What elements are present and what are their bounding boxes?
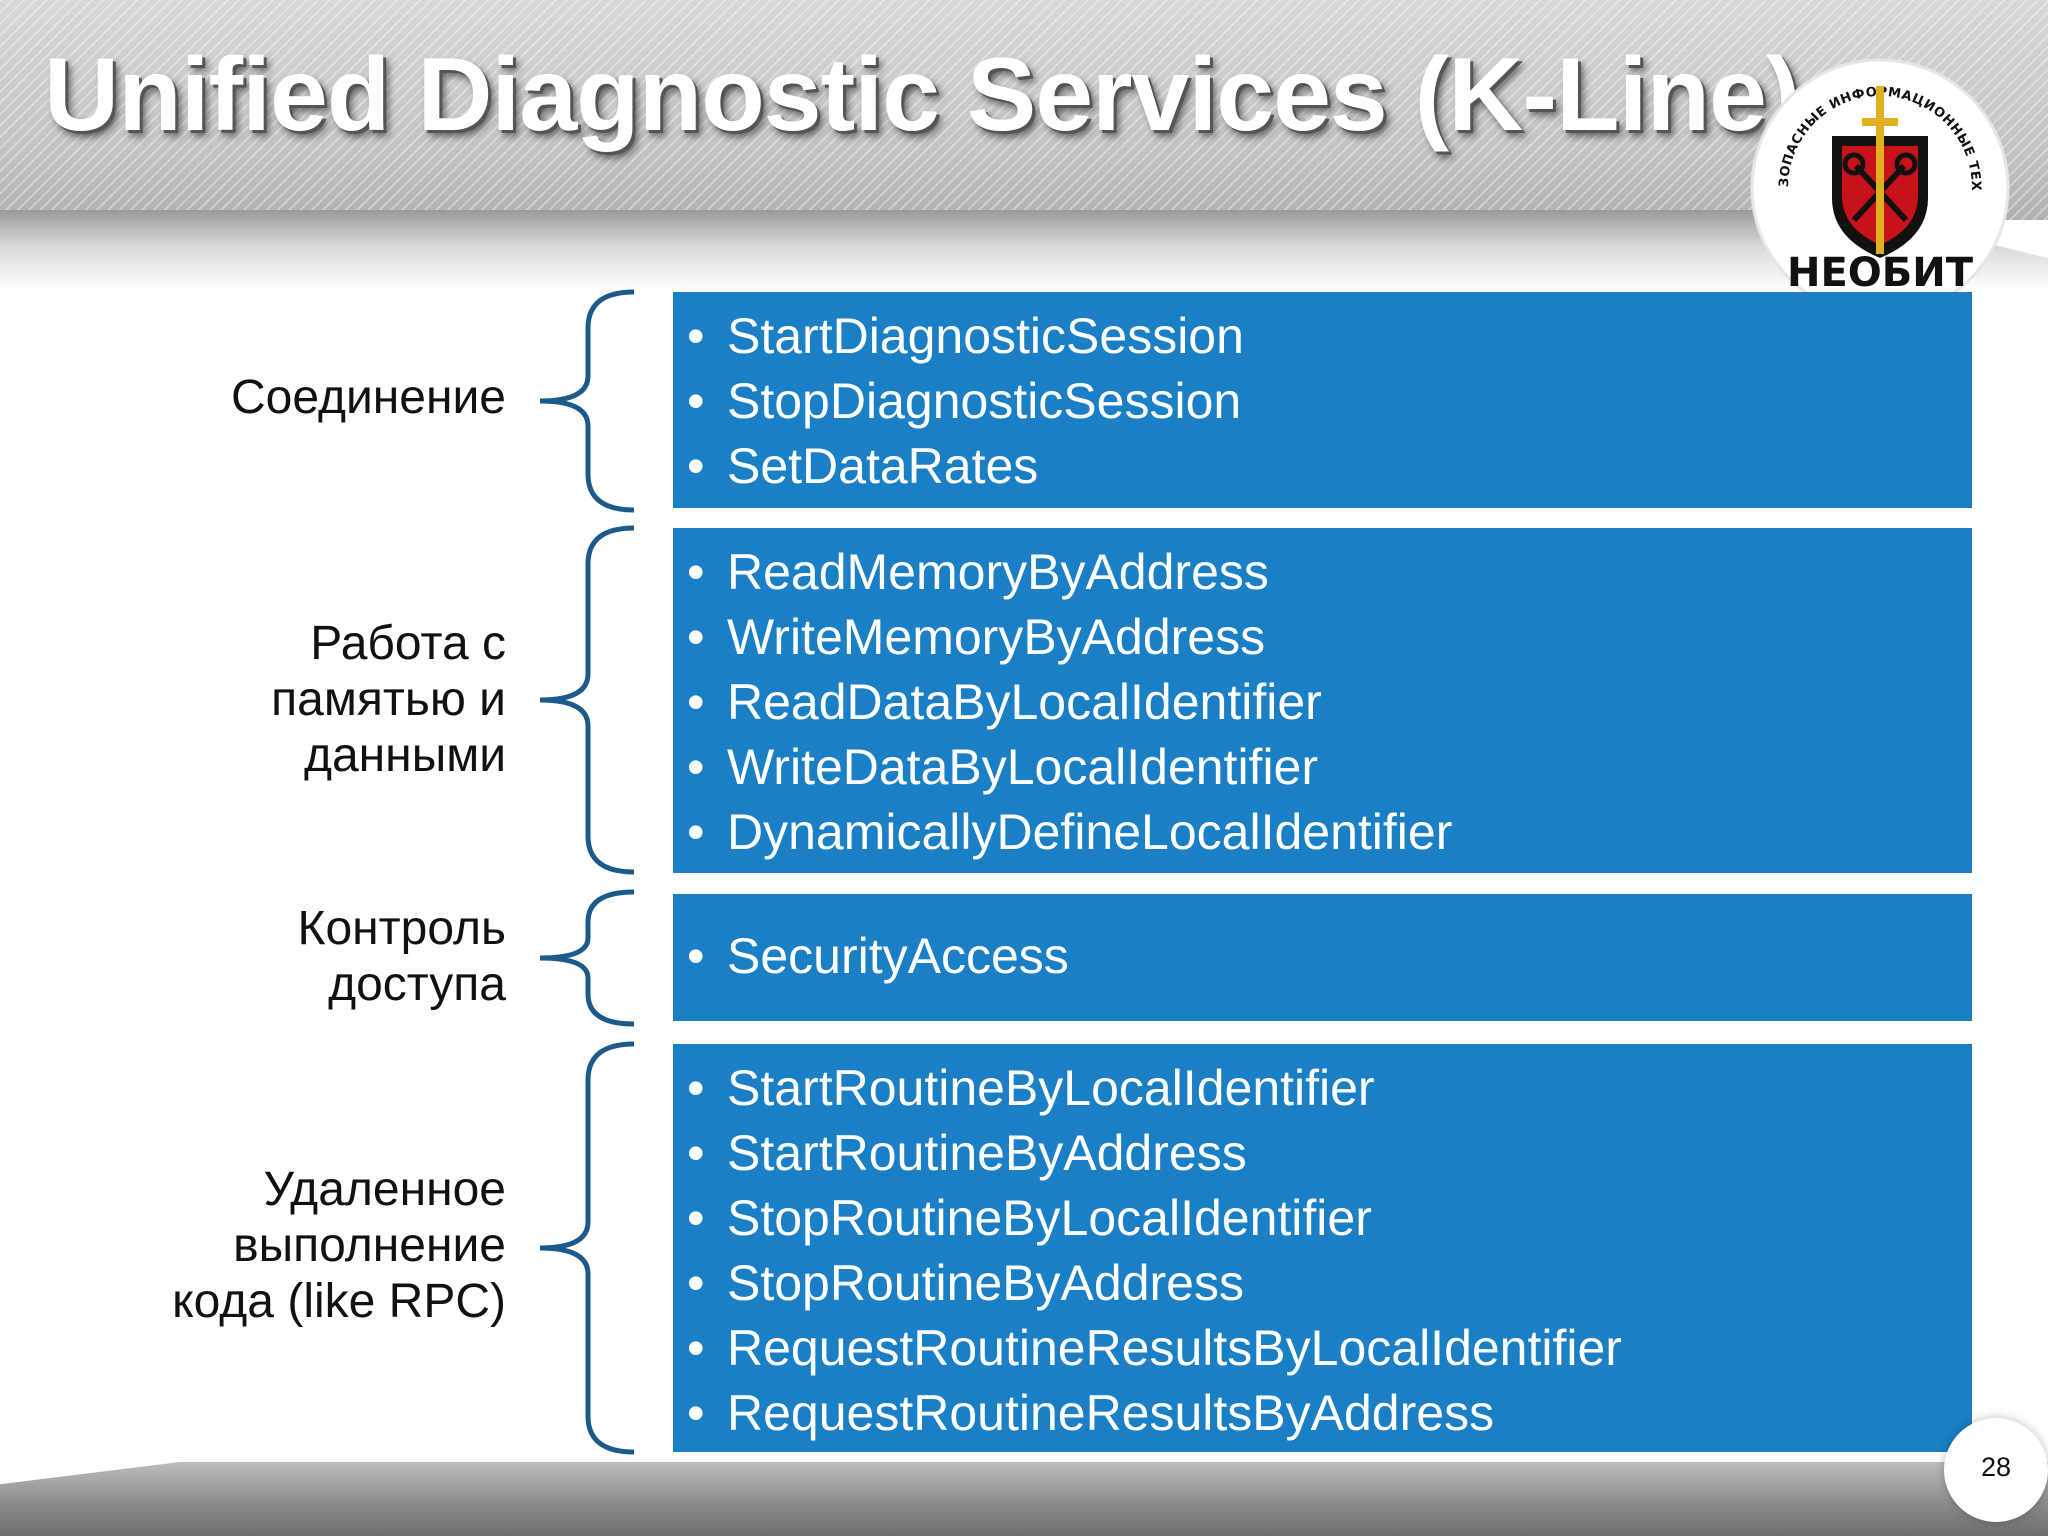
brace-access xyxy=(530,888,640,1028)
service-item: •StartRoutineByLocalIdentifier xyxy=(687,1060,1375,1116)
neobit-logo: НОВЫЕ БЕЗОПАСНЫЕ ИНФОРМАЦИОННЫЕ ТЕХНОЛОГ… xyxy=(1740,48,2020,328)
brace-rpc xyxy=(530,1040,640,1456)
header-band xyxy=(0,210,2048,290)
group-label-memory: Работа с памятью и данными xyxy=(271,617,506,782)
service-item: •StartDiagnosticSession xyxy=(687,308,1244,364)
brace-connection xyxy=(530,288,640,514)
page-number-badge xyxy=(1944,1418,2048,1522)
service-item: •RequestRoutineResultsByAddress xyxy=(687,1385,1495,1441)
service-item: •WriteDataByLocalIdentifier xyxy=(687,739,1319,795)
footer-band xyxy=(0,1462,2048,1536)
service-item: •StartRoutineByAddress xyxy=(687,1125,1247,1181)
service-item: •WriteMemoryByAddress xyxy=(687,609,1266,665)
group-label-access: Контроль доступа xyxy=(297,902,507,1011)
service-item: •StopRoutineByLocalIdentifier xyxy=(687,1190,1372,1246)
service-item: •DynamicallyDefineLocalIdentifier xyxy=(687,804,1453,860)
service-box-connection: •StartDiagnosticSession •StopDiagnosticS… xyxy=(673,292,1972,508)
header-background xyxy=(0,0,2048,220)
service-item: •SetDataRates xyxy=(687,438,1039,494)
service-box-access: •SecurityAccess xyxy=(673,894,1972,1021)
service-item: •RequestRoutineResultsByLocalIdentifier xyxy=(687,1320,1622,1376)
service-box-rpc: •StartRoutineByLocalIdentifier •StartRou… xyxy=(673,1044,1972,1452)
page-number: 28 xyxy=(1980,1452,2012,1482)
group-label-rpc: Удаленное выполнение кода (like RPC) xyxy=(172,1163,506,1328)
service-item: •StopDiagnosticSession xyxy=(687,373,1242,429)
service-box-memory: •ReadMemoryByAddress •WriteMemoryByAddre… xyxy=(673,528,1972,873)
service-item: •ReadDataByLocalIdentifier xyxy=(687,674,1322,730)
service-item: •SecurityAccess xyxy=(687,928,1069,984)
service-item: •ReadMemoryByAddress xyxy=(687,544,1269,600)
group-label-connection: Соединение xyxy=(230,371,506,424)
brace-memory xyxy=(530,524,640,876)
logo-wordmark: НЕОБИТ xyxy=(1787,250,1974,296)
slide-title: Unified Diagnostic Services (K-Line) xyxy=(44,37,1800,153)
service-item: •StopRoutineByAddress xyxy=(687,1255,1244,1311)
